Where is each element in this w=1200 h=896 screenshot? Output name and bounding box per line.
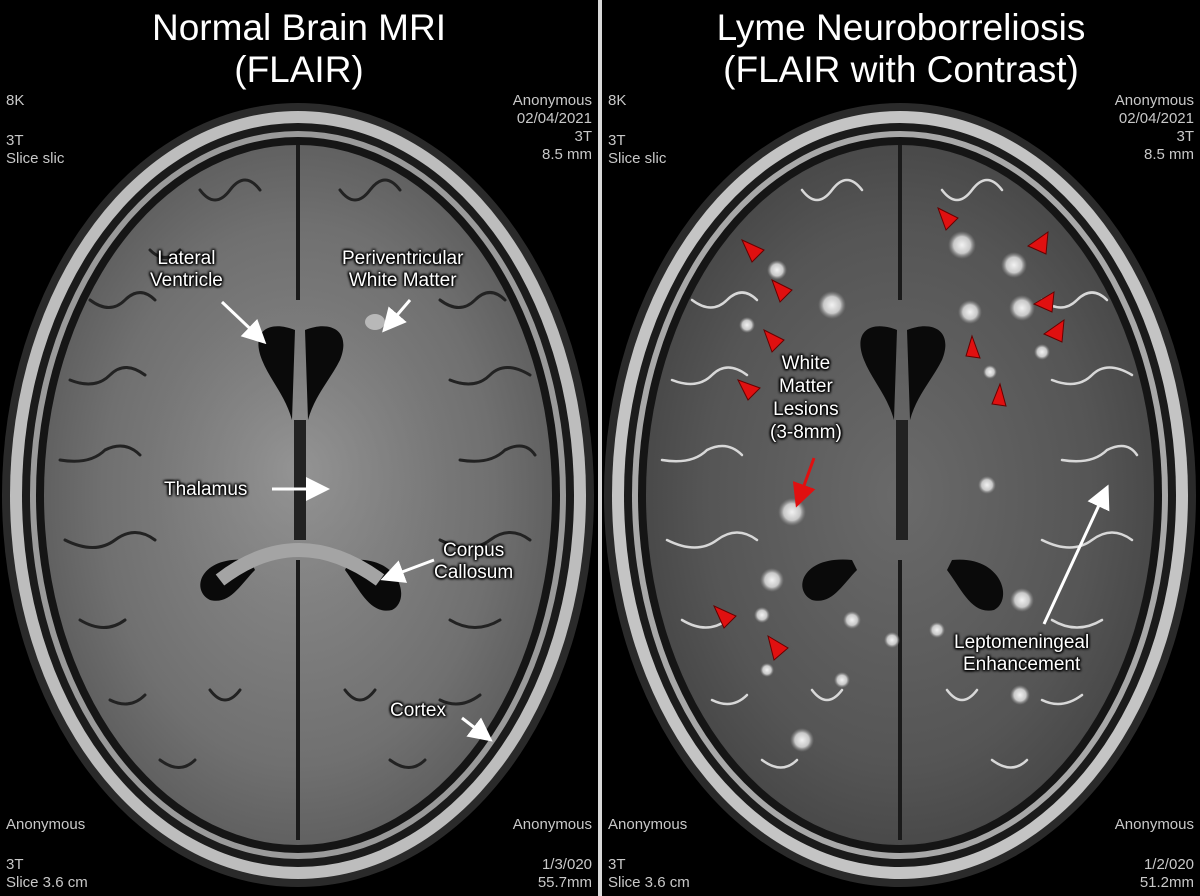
- label-text: Corpus: [442, 540, 505, 561]
- meta-text: 3T: [574, 128, 592, 145]
- meta-text: Anonymous: [608, 816, 688, 833]
- meta-text: 8.5 mm: [541, 146, 592, 163]
- label-periventricular: Periventricular White Matter: [342, 248, 463, 292]
- sulci: [58, 178, 537, 769]
- panel-divider: [598, 0, 602, 896]
- left-title-line1: Normal Brain MRI: [152, 7, 446, 48]
- splenium: [215, 543, 385, 586]
- meta-bottom-left: Anonymous 3T Slice 3.6 cm: [608, 816, 690, 892]
- label-text: Leptomeningeal: [954, 632, 1090, 653]
- label-text: Lateral: [157, 248, 216, 269]
- label-text: Enhancement: [962, 654, 1081, 675]
- meta-text: Anonymous: [6, 816, 86, 833]
- meta-text: Anonymous: [1114, 816, 1194, 833]
- meta-text: 1/2/020: [1143, 856, 1194, 873]
- right-title-line2: (FLAIR with Contrast): [723, 49, 1079, 90]
- meta-text: 55.7mm: [537, 874, 592, 891]
- meta-text: 3T: [6, 856, 24, 873]
- meta-text: 8K: [608, 92, 627, 109]
- meta-text: 3T: [608, 856, 626, 873]
- meta-bottom-left: Anonymous 3T Slice 3.6 cm: [6, 816, 88, 892]
- label-cortex: Cortex: [390, 700, 446, 721]
- label-text: Matter: [778, 376, 833, 397]
- label-text: Lesions: [773, 399, 839, 420]
- meta-text: 51.2mm: [1139, 874, 1194, 891]
- meta-text: Slice slic: [608, 150, 667, 167]
- meta-text: 3T: [608, 132, 626, 149]
- right-title-line1: Lyme Neuroborreliosis: [716, 7, 1086, 48]
- meta-text: 02/04/2021: [516, 110, 592, 127]
- meta-top-left: 8K 3T Slice slic: [6, 92, 64, 168]
- meta-top-left: 8K 3T Slice slic: [608, 92, 666, 168]
- label-lateral-ventricle: Lateral Ventricle: [150, 248, 223, 292]
- meta-text: 3T: [1176, 128, 1194, 145]
- label-leptomeningeal: Leptomeningeal Enhancement: [954, 632, 1089, 676]
- lyme-brain-scan: [604, 103, 1196, 887]
- label-text: Periventricular: [342, 248, 464, 269]
- meta-text: Anonymous: [512, 816, 592, 833]
- white-matter-lesions: [739, 231, 1050, 752]
- label-text: Callosum: [434, 562, 514, 583]
- label-text: Ventricle: [150, 270, 223, 291]
- meta-text: 8K: [6, 92, 25, 109]
- normal-brain-scan: [2, 103, 594, 887]
- meta-bottom-right: Anonymous 1/2/020 51.2mm: [1115, 816, 1194, 892]
- meta-text: 8.5 mm: [1143, 146, 1194, 163]
- meta-text: Slice 3.6 cm: [6, 874, 88, 891]
- meta-text: Anonymous: [512, 92, 592, 109]
- meta-top-right: Anonymous 02/04/2021 3T 8.5 mm: [1115, 92, 1194, 164]
- lyme-mri-panel: Lyme Neuroborreliosis (FLAIR with Contra…: [602, 0, 1200, 896]
- label-corpus-callosum: Corpus Callosum: [434, 540, 513, 584]
- meta-text: Slice 3.6 cm: [608, 874, 690, 891]
- meta-bottom-right: Anonymous 1/3/020 55.7mm: [513, 816, 592, 892]
- meta-text: 1/3/020: [541, 856, 592, 873]
- meta-text: 02/04/2021: [1118, 110, 1194, 127]
- lateral-ventricle-left: [258, 326, 295, 420]
- label-white-matter-lesions: White Matter Lesions (3-8mm): [770, 352, 842, 444]
- meta-text: Anonymous: [1114, 92, 1194, 109]
- meta-top-right: Anonymous 02/04/2021 3T 8.5 mm: [513, 92, 592, 164]
- meta-text: Slice slic: [6, 150, 65, 167]
- normal-mri-panel: Normal Brain MRI (FLAIR) 8K 3T Slice sli…: [0, 0, 598, 896]
- label-text: (3-8mm): [770, 422, 842, 443]
- label-thalamus: Thalamus: [164, 479, 248, 500]
- label-text: White: [781, 353, 831, 374]
- lateral-ventricle-right: [305, 326, 344, 420]
- meta-text: 3T: [6, 132, 24, 149]
- left-title-line2: (FLAIR): [234, 49, 364, 90]
- label-text: White Matter: [348, 270, 457, 291]
